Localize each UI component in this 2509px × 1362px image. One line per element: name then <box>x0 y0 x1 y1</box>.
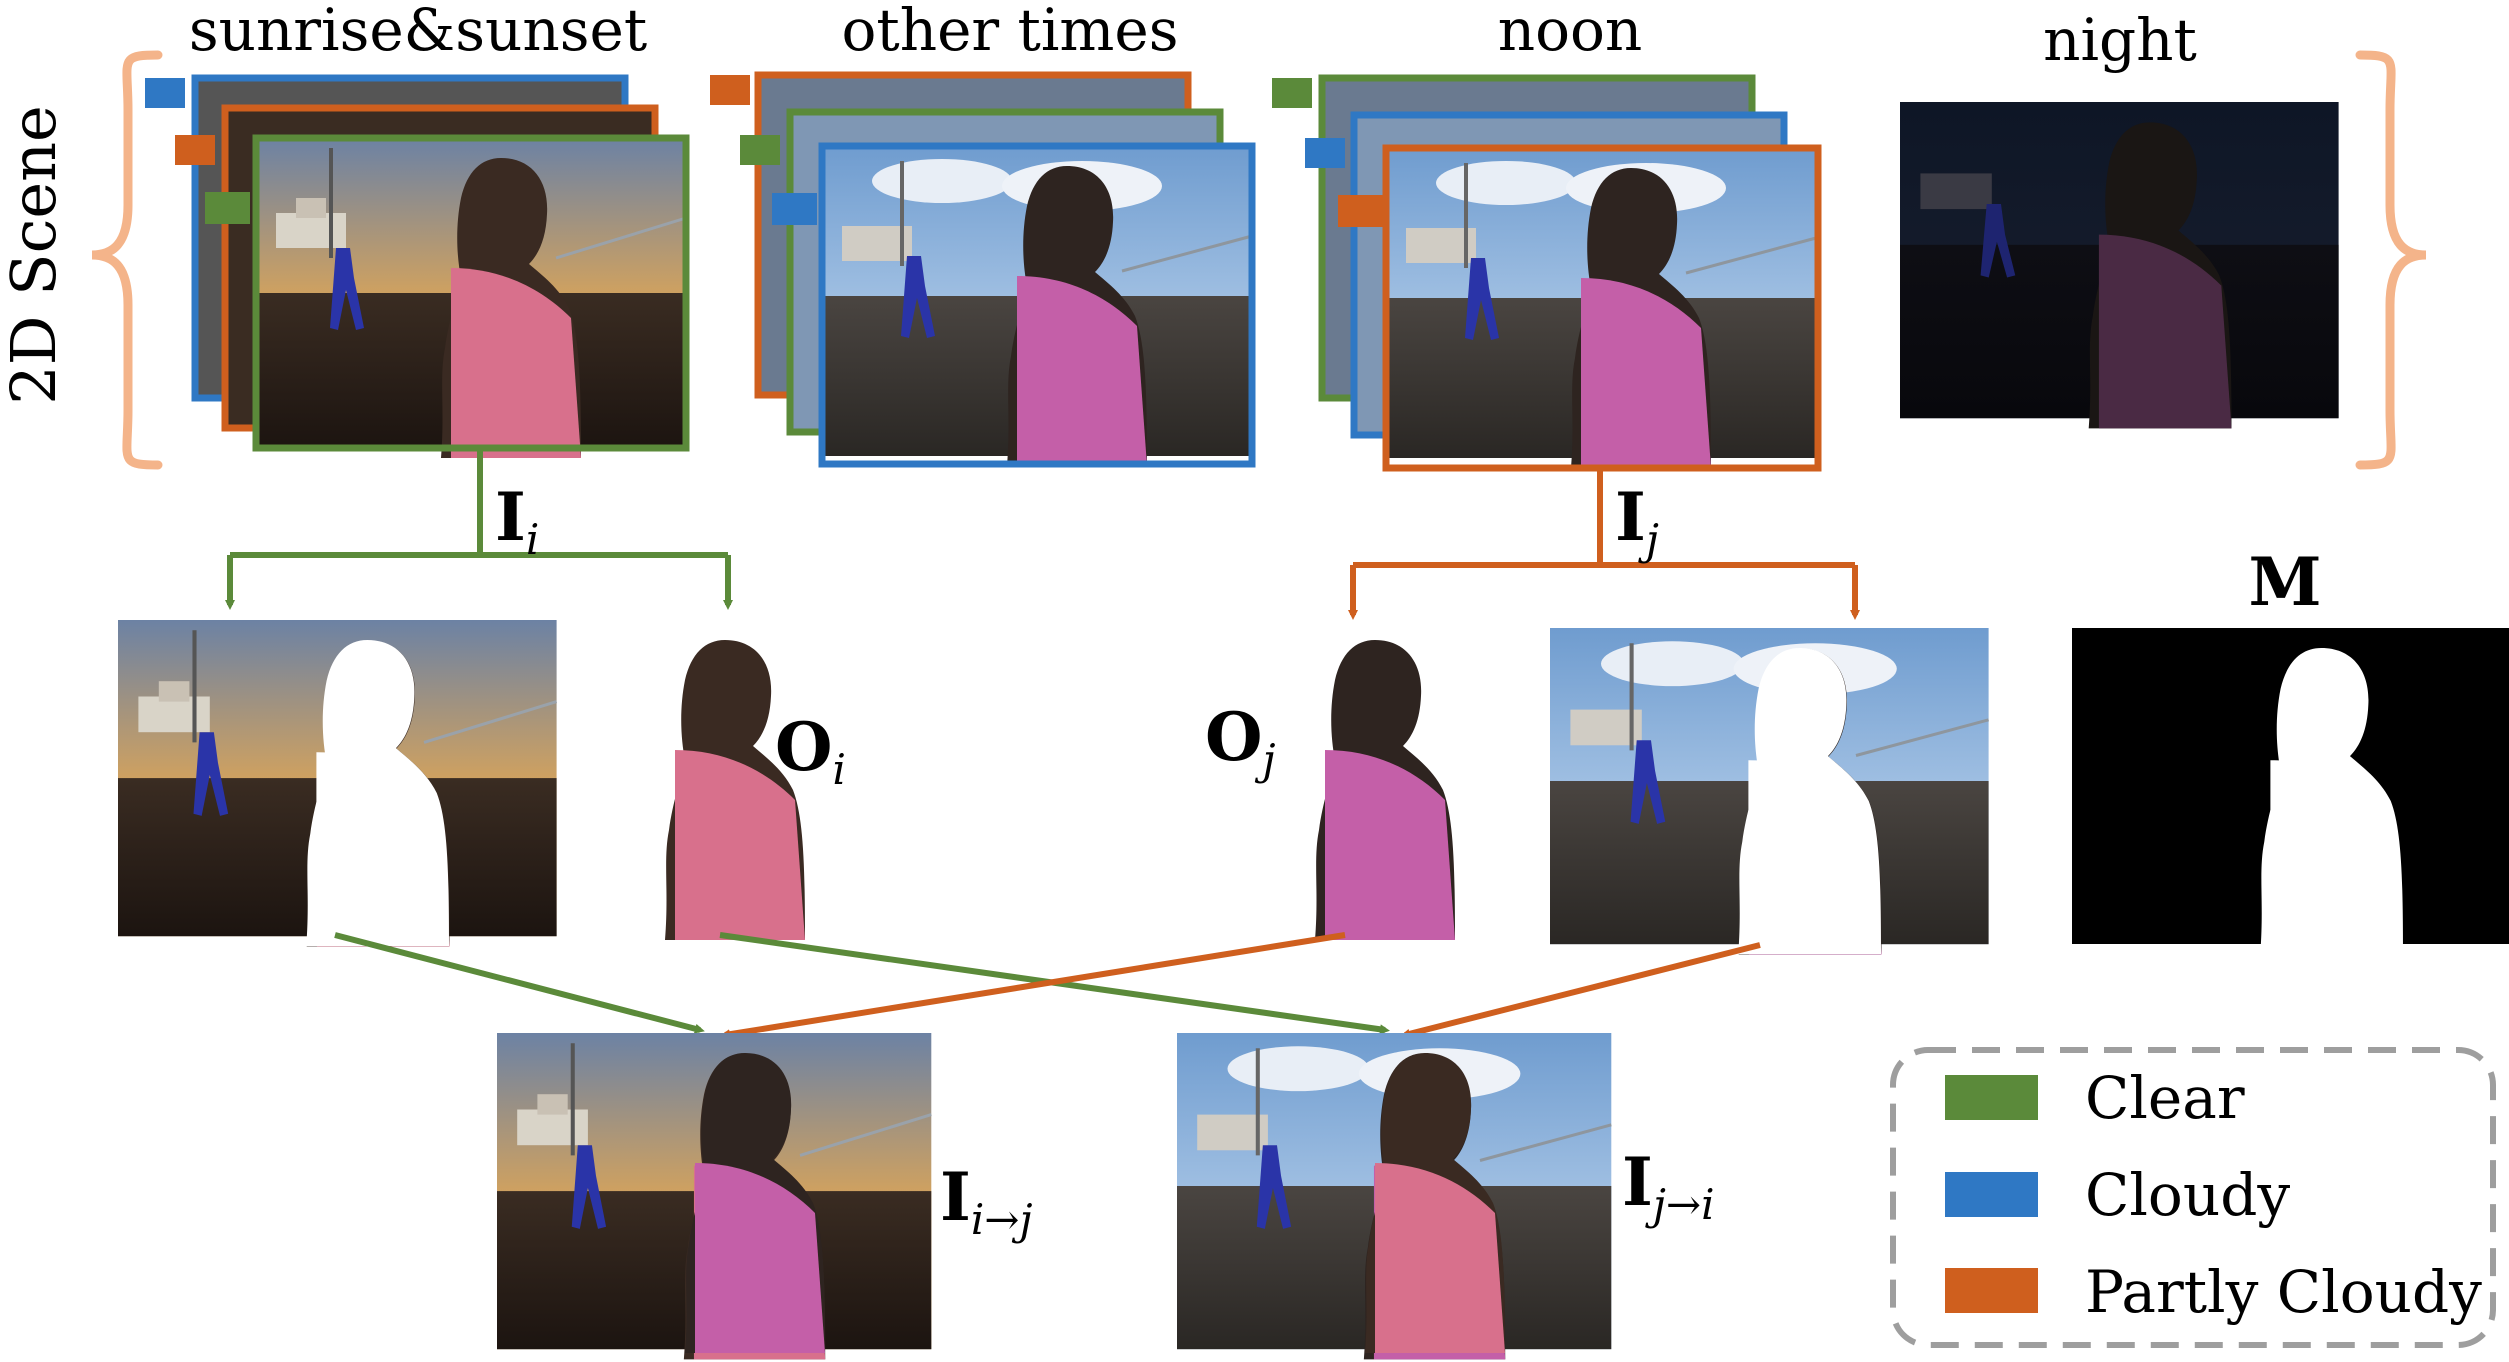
legend-swatch-cloudy <box>1945 1172 2038 1217</box>
composite-Iij-image <box>497 1033 931 1359</box>
object-Oj-image <box>1315 640 1455 940</box>
symbol-Oi: Oi <box>775 708 846 794</box>
symbol-Ii: Ii <box>495 478 539 564</box>
other-times-image-stack <box>710 71 1256 466</box>
symbol-Iji: Ij→i <box>1622 1143 1715 1229</box>
background-j-image <box>1550 628 1989 954</box>
legend-label-cloudy: Cloudy <box>2085 1161 2290 1229</box>
section-label-2d-scene: 2D Scene <box>0 105 70 404</box>
object-Oi-image <box>665 640 805 940</box>
legend-border <box>1890 1047 2496 1348</box>
arrows-from-Ii <box>225 450 733 610</box>
group-caption-sunrise: sunrise&sunset <box>189 0 647 64</box>
legend-swatch-partly-cloudy <box>1945 1268 2038 1313</box>
legend-label-partly-cloudy: Partly Cloudy <box>2085 1258 2482 1326</box>
composite-Iji-image <box>1177 1033 1611 1359</box>
symbol-Oj: Oj <box>1205 698 1276 784</box>
legend-item-clear: Clear <box>1945 1064 2245 1132</box>
group-caption-night: night <box>2043 6 2197 74</box>
noon-image-stack <box>1272 74 1822 472</box>
legend-item-cloudy: Cloudy <box>1945 1161 2290 1229</box>
legend: Clear Cloudy Partly Cloudy <box>1890 1047 2496 1348</box>
right-brace-icon <box>2355 50 2427 470</box>
legend-item-partly-cloudy: Partly Cloudy <box>1945 1258 2482 1326</box>
symbol-Iij: Ii→j <box>940 1158 1033 1244</box>
group-caption-noon: noon <box>1498 0 1643 64</box>
background-i-image <box>118 620 557 946</box>
sunrise-image-stack <box>145 74 690 458</box>
legend-label-clear: Clear <box>2085 1064 2245 1132</box>
symbol-M: M <box>2248 543 2321 621</box>
composition-arrows <box>334 932 1761 1040</box>
left-brace-icon <box>91 50 163 470</box>
group-caption-other: other times <box>841 0 1178 64</box>
legend-swatch-clear <box>1945 1075 2038 1120</box>
night-image <box>1900 102 2339 428</box>
symbol-Ij: Ij <box>1615 478 1659 564</box>
arrows-from-Ij <box>1348 470 1860 620</box>
mask-M-image <box>2072 628 2509 954</box>
